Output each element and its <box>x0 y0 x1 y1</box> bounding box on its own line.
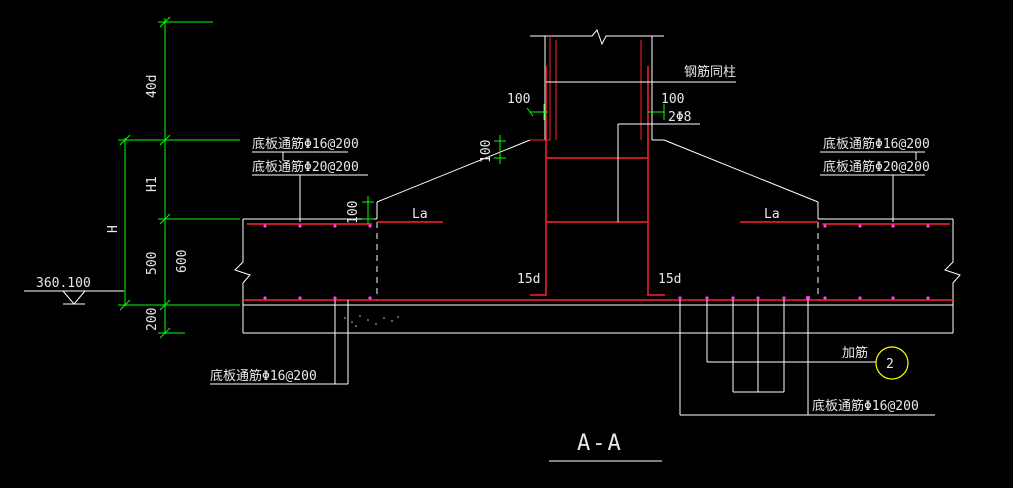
dim-500: 500 <box>145 252 160 275</box>
label-bottom-left: 底板通筋Φ16@200 <box>210 368 317 384</box>
rebar-lines <box>243 36 953 301</box>
label-elevation: 360.100 <box>36 276 91 291</box>
label-hook-right: 15d <box>658 272 681 287</box>
label-additional-bar: 加筋 <box>842 345 868 361</box>
label-stirrup: 2Φ8 <box>668 110 691 125</box>
dim-100-step: 100 <box>346 201 361 224</box>
annotation-text: 底板通筋Φ16@200 底板通筋Φ20@200 底板通筋Φ16@200 底板通筋… <box>36 64 930 456</box>
label-bottom-slab-20-right-upper: 底板通筋Φ20@200 <box>823 159 930 175</box>
dim-100-right: 100 <box>661 92 684 107</box>
label-column-bar: 钢筋同柱 <box>684 64 736 80</box>
dim-100-slope: 100 <box>479 140 494 163</box>
label-hook-left: 15d <box>517 272 540 287</box>
cushion-hatch <box>344 315 399 327</box>
dim-h1: H1 <box>145 176 160 192</box>
dim-100-left: 100 <box>507 92 530 107</box>
callout-number: 2 <box>886 357 894 372</box>
label-bottom-right: 底板通筋Φ16@200 <box>812 398 919 414</box>
leader-lines <box>24 81 935 462</box>
label-bottom-slab-16-right-upper: 底板通筋Φ16@200 <box>823 136 930 152</box>
section-title: A-A <box>577 431 623 456</box>
callout-circle <box>875 346 909 380</box>
dim-600: 600 <box>175 250 190 273</box>
dim-40d: 40d <box>145 75 160 98</box>
label-bottom-slab-16-left-upper: 底板通筋Φ16@200 <box>252 136 359 152</box>
dim-200: 200 <box>145 308 160 331</box>
concrete-outline <box>234 29 961 334</box>
dimension-lines <box>118 16 665 339</box>
label-la-left: La <box>412 207 428 222</box>
dim-h: H <box>106 225 121 233</box>
rebar-dots <box>263 224 930 301</box>
label-la-right: La <box>764 207 780 222</box>
label-bottom-slab-20-left-upper: 底板通筋Φ20@200 <box>252 159 359 175</box>
